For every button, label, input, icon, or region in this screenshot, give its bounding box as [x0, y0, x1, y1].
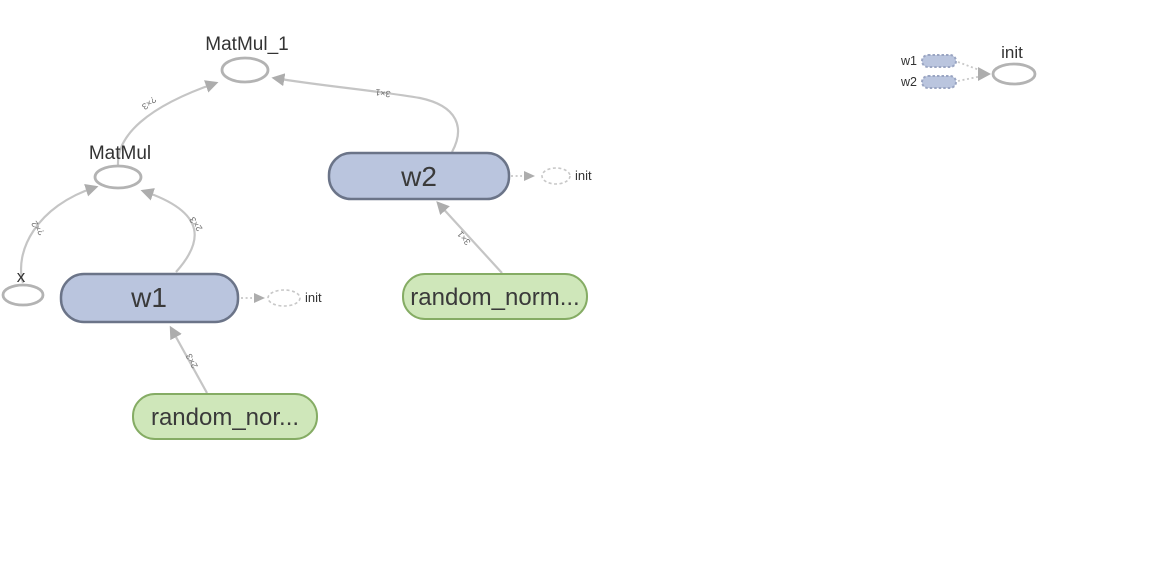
- matmul1-label[interactable]: MatMul_1: [205, 34, 288, 55]
- aux-w1-ref-label[interactable]: w1: [900, 54, 917, 68]
- matmul-label[interactable]: MatMul: [89, 143, 151, 164]
- w1-init-ghost-node[interactable]: [267, 289, 301, 307]
- node-w1[interactable]: w1: [59, 272, 240, 324]
- w2-rect[interactable]: [327, 151, 511, 201]
- random-normal-w2-rect[interactable]: [402, 273, 588, 320]
- edges-group: ?×2 2×3 ?×3 3×1 3×1 2×3: [19, 73, 503, 394]
- node-x[interactable]: x: [1, 267, 45, 307]
- w1-init-annotation: init: [241, 289, 322, 307]
- node-w2[interactable]: w2: [327, 151, 511, 201]
- aux-init-label[interactable]: init: [1001, 43, 1023, 62]
- matmul1-ellipse[interactable]: [220, 56, 270, 84]
- edge-w1-to-matmul: [140, 188, 196, 273]
- w2-label[interactable]: w2: [400, 161, 437, 192]
- edge-w2-to-matmul1: [271, 73, 460, 153]
- random-normal-w2-label[interactable]: random_norm...: [410, 284, 579, 311]
- edge-random-normal-to-w1: [169, 325, 208, 394]
- w2-init-annotation: init: [511, 167, 592, 185]
- random-normal-w1-rect[interactable]: [132, 393, 318, 440]
- aux-w2-ref-chip[interactable]: [921, 75, 957, 89]
- x-label[interactable]: x: [17, 267, 26, 286]
- node-matmul1[interactable]: MatMul_1: [205, 34, 289, 84]
- edge-x-to-matmul: [19, 183, 99, 284]
- random-normal-w1-label[interactable]: random_nor...: [151, 404, 299, 431]
- node-random-normal-w1[interactable]: random_nor...: [132, 393, 318, 440]
- edge-random-normal-to-w2: [436, 201, 503, 274]
- edge-label-w2-to-matmul1: 3×1: [375, 87, 392, 99]
- w2-init-ghost-node[interactable]: [541, 167, 571, 185]
- edge-label-random-normal-to-w2: 3×1: [455, 229, 473, 247]
- aux-w2-ref-label[interactable]: w2: [900, 75, 917, 89]
- aux-init-ellipse[interactable]: [991, 62, 1037, 86]
- w2-init-label[interactable]: init: [575, 168, 592, 183]
- aux-init-cluster: w1 w2 init: [900, 43, 1037, 89]
- w1-rect[interactable]: [59, 272, 240, 324]
- w1-init-label[interactable]: init: [305, 290, 322, 305]
- x-ellipse[interactable]: [1, 283, 45, 307]
- node-matmul[interactable]: MatMul: [89, 143, 151, 190]
- node-random-normal-w2[interactable]: random_norm...: [402, 273, 588, 320]
- edge-matmul-to-matmul1: [116, 80, 219, 166]
- edge-label-matmul-to-matmul1: ?×3: [140, 94, 158, 111]
- w1-init-arrowhead-icon: [254, 293, 265, 303]
- w2-init-arrowhead-icon: [524, 171, 535, 181]
- matmul-ellipse[interactable]: [93, 164, 143, 190]
- aux-w1-ref-chip[interactable]: [921, 54, 957, 68]
- aux-arrowhead-icon: [978, 67, 991, 81]
- w1-label[interactable]: w1: [130, 282, 167, 313]
